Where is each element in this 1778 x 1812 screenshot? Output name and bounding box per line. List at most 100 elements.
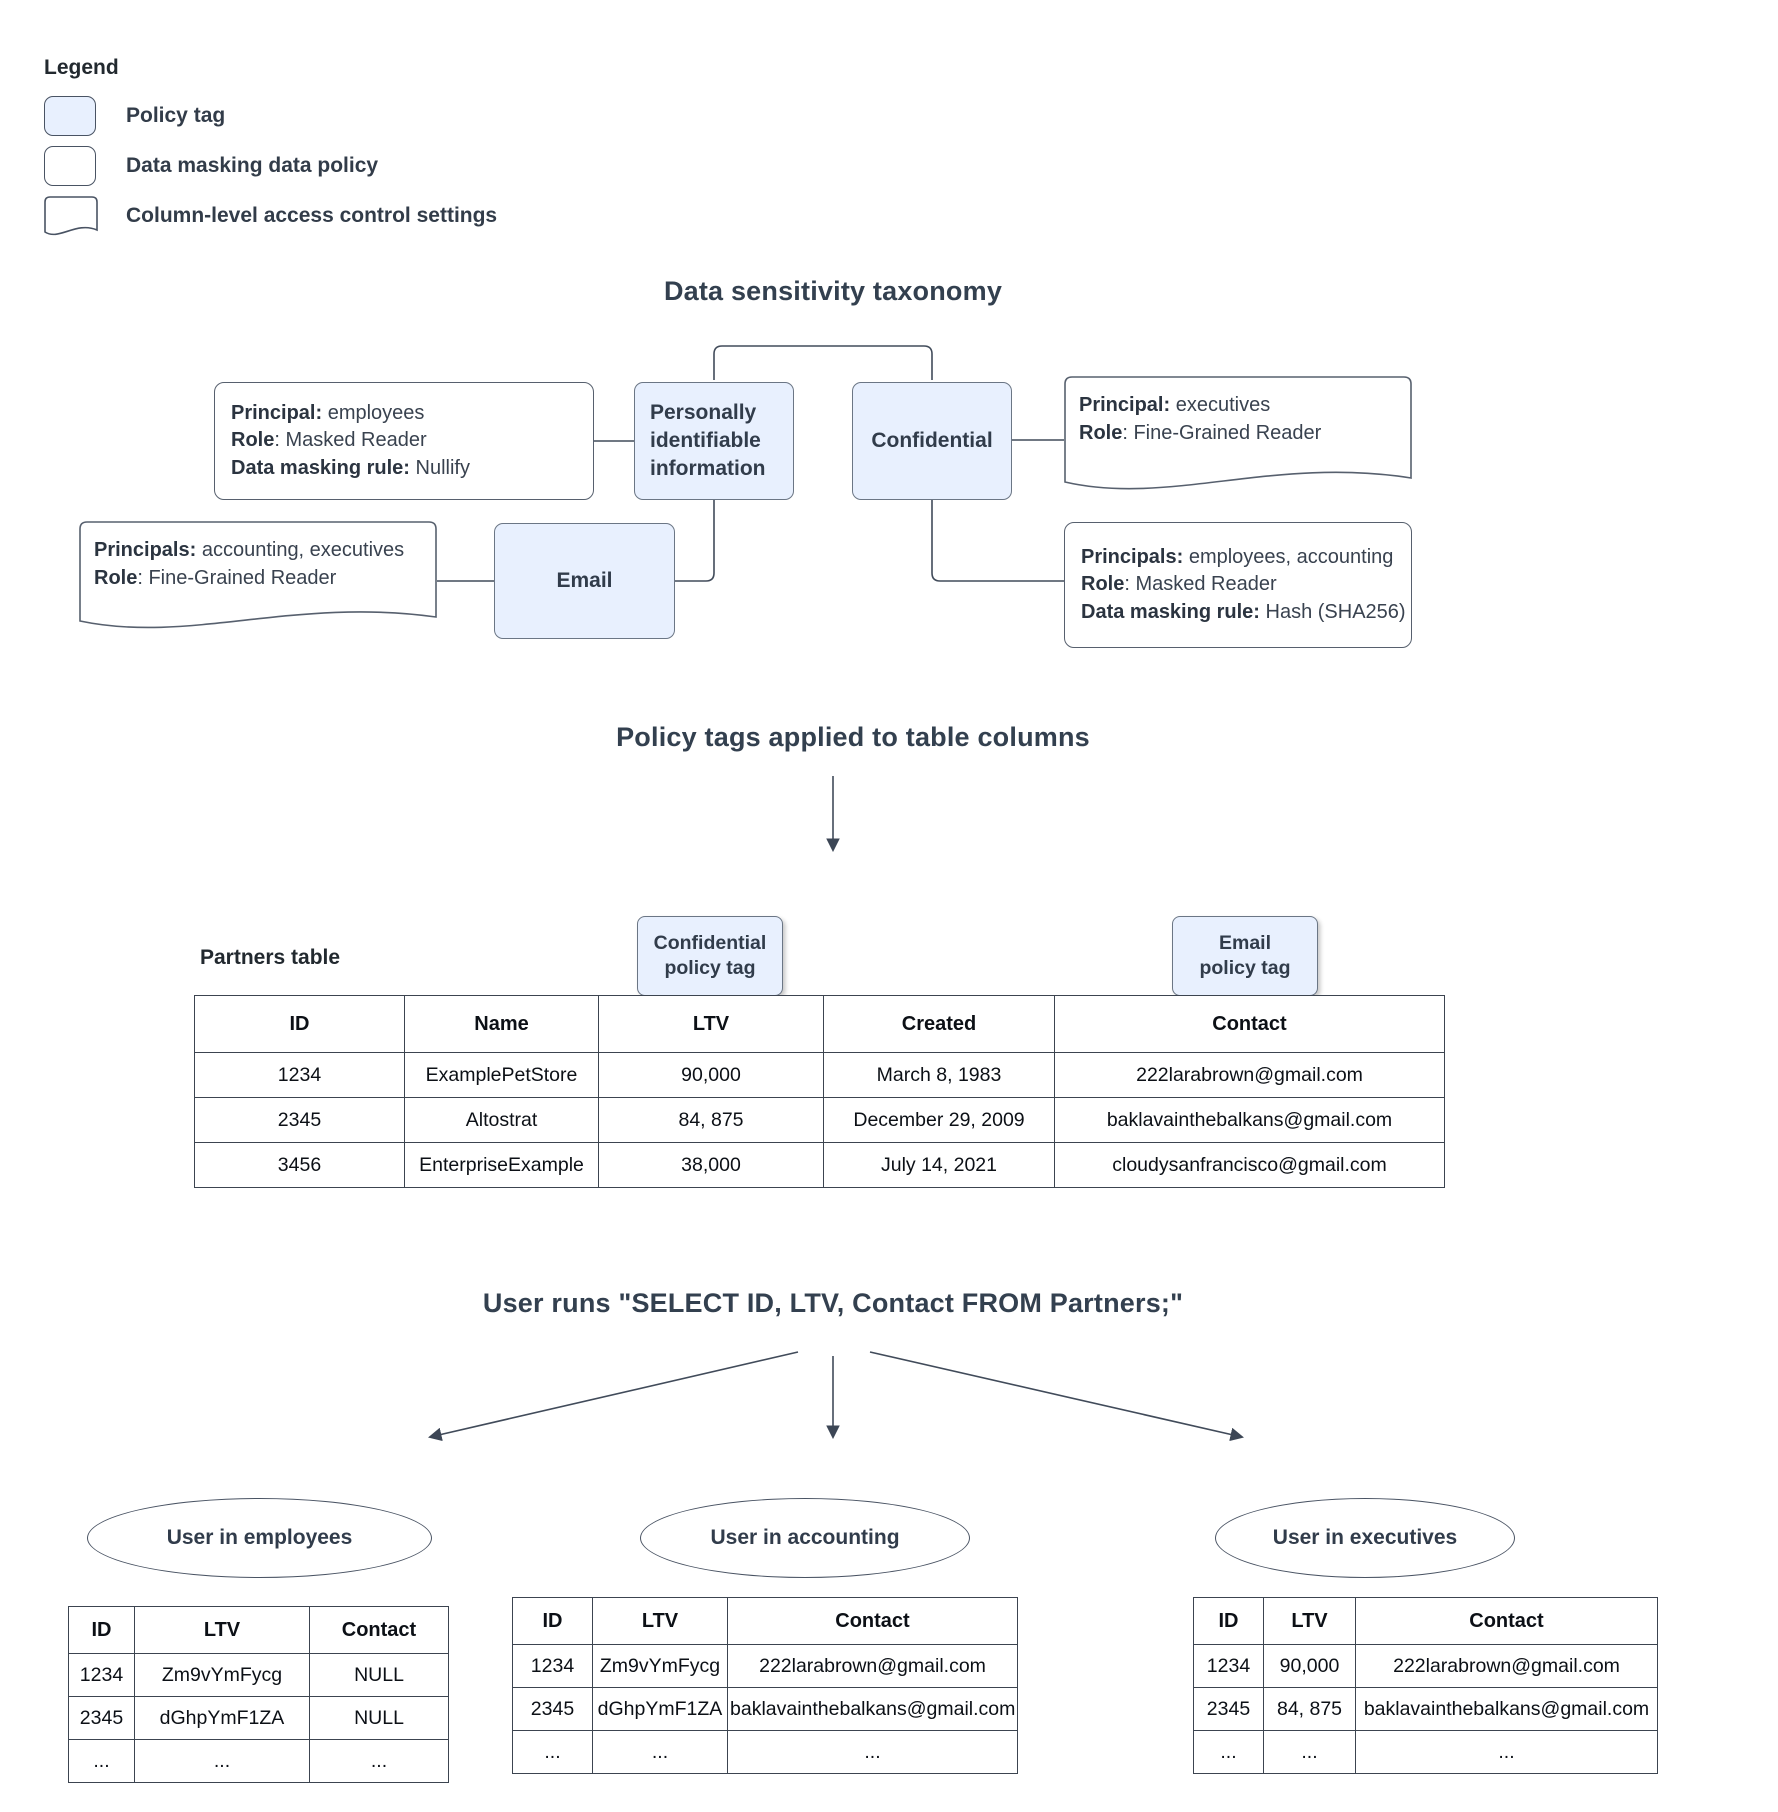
- column-header: LTV: [592, 1597, 728, 1645]
- table-cell: Zm9vYmFycg: [592, 1644, 728, 1688]
- legend-item-label: Data masking data policy: [126, 154, 379, 177]
- column-access-control-swatch: [44, 196, 98, 242]
- table-cell: EnterpriseExample: [404, 1142, 599, 1188]
- table-cell: 1234: [68, 1653, 135, 1697]
- confidential-policy-tag: Confidential: [852, 382, 1012, 500]
- table-cell: July 14, 2021: [823, 1142, 1055, 1188]
- table-cell: 2345: [1193, 1687, 1264, 1731]
- email-column-tag-line: policy tag: [1199, 957, 1291, 979]
- policy-tag-swatch: [44, 96, 96, 136]
- column-header: ID: [68, 1606, 135, 1654]
- confidential-column-tag-line: policy tag: [664, 957, 756, 979]
- table-cell: 222larabrown@gmail.com: [1355, 1644, 1658, 1688]
- pii-policy-tag: Personally identifiable information: [634, 382, 794, 500]
- table-cell: NULL: [309, 1696, 449, 1740]
- table-cell: Zm9vYmFycg: [134, 1653, 310, 1697]
- column-header: Contact: [1054, 995, 1445, 1053]
- column-header: LTV: [1263, 1597, 1356, 1645]
- email-policy-tag: Email: [494, 523, 675, 639]
- policy-text-line: Principal: employees: [231, 401, 425, 424]
- column-header: Name: [404, 995, 599, 1053]
- table-cell: baklavainthebalkans@gmail.com: [727, 1687, 1018, 1731]
- table-row: .........: [1193, 1730, 1658, 1774]
- table-cell: dGhpYmF1ZA: [134, 1696, 310, 1740]
- user-in-employees-label: User in employees: [166, 1526, 353, 1549]
- legend-title: Legend: [44, 56, 119, 79]
- table-row: .........: [68, 1739, 449, 1783]
- table-cell: baklavainthebalkans@gmail.com: [1355, 1687, 1658, 1731]
- column-header: LTV: [134, 1606, 310, 1654]
- table-cell: 222larabrown@gmail.com: [727, 1644, 1018, 1688]
- table-cell: Altostrat: [404, 1097, 599, 1143]
- user-in-accounting-label: User in accounting: [710, 1526, 900, 1549]
- table-cell: 2345: [68, 1696, 135, 1740]
- column-header: Created: [823, 995, 1055, 1053]
- partners-table-label: Partners table: [200, 946, 341, 969]
- table-cell: ExamplePetStore: [404, 1052, 599, 1098]
- table-cell: March 8, 1983: [823, 1052, 1055, 1098]
- table-cell: 90,000: [1263, 1644, 1356, 1688]
- table-cell: baklavainthebalkans@gmail.com: [1054, 1097, 1445, 1143]
- table-cell: ...: [1193, 1730, 1264, 1774]
- table-cell: December 29, 2009: [823, 1097, 1055, 1143]
- table-cell: ...: [512, 1730, 593, 1774]
- policy-text-line: Role: Fine-Grained Reader: [94, 566, 337, 589]
- column-header: Contact: [727, 1597, 1018, 1645]
- section-title-query: User runs "SELECT ID, LTV, Contact FROM …: [482, 1288, 1184, 1318]
- table-cell: ...: [1263, 1730, 1356, 1774]
- confidential-column-tag-line: Confidential: [653, 931, 767, 954]
- table-cell: 1234: [194, 1052, 405, 1098]
- connector-confidential-to-hash: [931, 500, 1064, 582]
- table-row: .........: [512, 1730, 1018, 1774]
- user-in-executives-ellipse: User in executives: [1215, 1498, 1515, 1578]
- table-cell: 1234: [512, 1644, 593, 1688]
- arrow-to-executives: [869, 1351, 1244, 1442]
- confidential-policy-tag-label: Confidential: [871, 429, 993, 452]
- legend-item-label: Column-level access control settings: [126, 204, 498, 227]
- table-cell: ...: [592, 1730, 728, 1774]
- policy-text-line: Principal: executives: [1079, 394, 1271, 416]
- legend-item-label: Policy tag: [126, 104, 226, 127]
- policy-text-line: Role: Masked Reader: [1081, 573, 1277, 596]
- table-cell: 84, 875: [598, 1097, 824, 1143]
- policy-text-line: Principals: accounting, executives: [94, 539, 405, 561]
- section-title-taxonomy: Data sensitivity taxonomy: [663, 276, 1003, 306]
- pii-policy-tag-label: Personally identifiable information: [650, 401, 766, 480]
- policy-text-line: Data masking rule: Hash (SHA256): [1081, 600, 1406, 623]
- column-header: ID: [194, 995, 405, 1053]
- column-header: ID: [512, 1597, 593, 1645]
- user-in-executives-label: User in executives: [1272, 1526, 1458, 1549]
- table-cell: 38,000: [598, 1142, 824, 1188]
- table-cell: ...: [68, 1739, 135, 1783]
- column-header: Contact: [1355, 1597, 1658, 1645]
- connector-email-to-pii: [675, 500, 715, 582]
- policy-text-line: Role: Masked Reader: [231, 429, 427, 452]
- table-cell: 2345: [194, 1097, 405, 1143]
- policy-text-line: Data masking rule: Nullify: [231, 456, 470, 479]
- taxonomy-tree-connector: [713, 345, 933, 380]
- user-in-accounting-ellipse: User in accounting: [640, 1498, 970, 1578]
- confidential-column-tag: Confidential policy tag: [637, 916, 783, 996]
- table-cell: 222larabrown@gmail.com: [1054, 1052, 1445, 1098]
- user-in-employees-ellipse: User in employees: [87, 1498, 432, 1578]
- policy-text-line: Role: Fine-Grained Reader: [1079, 421, 1322, 444]
- policy-text-line: Principals: employees, accounting: [1081, 545, 1394, 568]
- table-cell: 2345: [512, 1687, 593, 1731]
- table-cell: cloudysanfrancisco@gmail.com: [1054, 1142, 1445, 1188]
- email-column-tag-line: Email: [1218, 931, 1272, 954]
- table-cell: NULL: [309, 1653, 449, 1697]
